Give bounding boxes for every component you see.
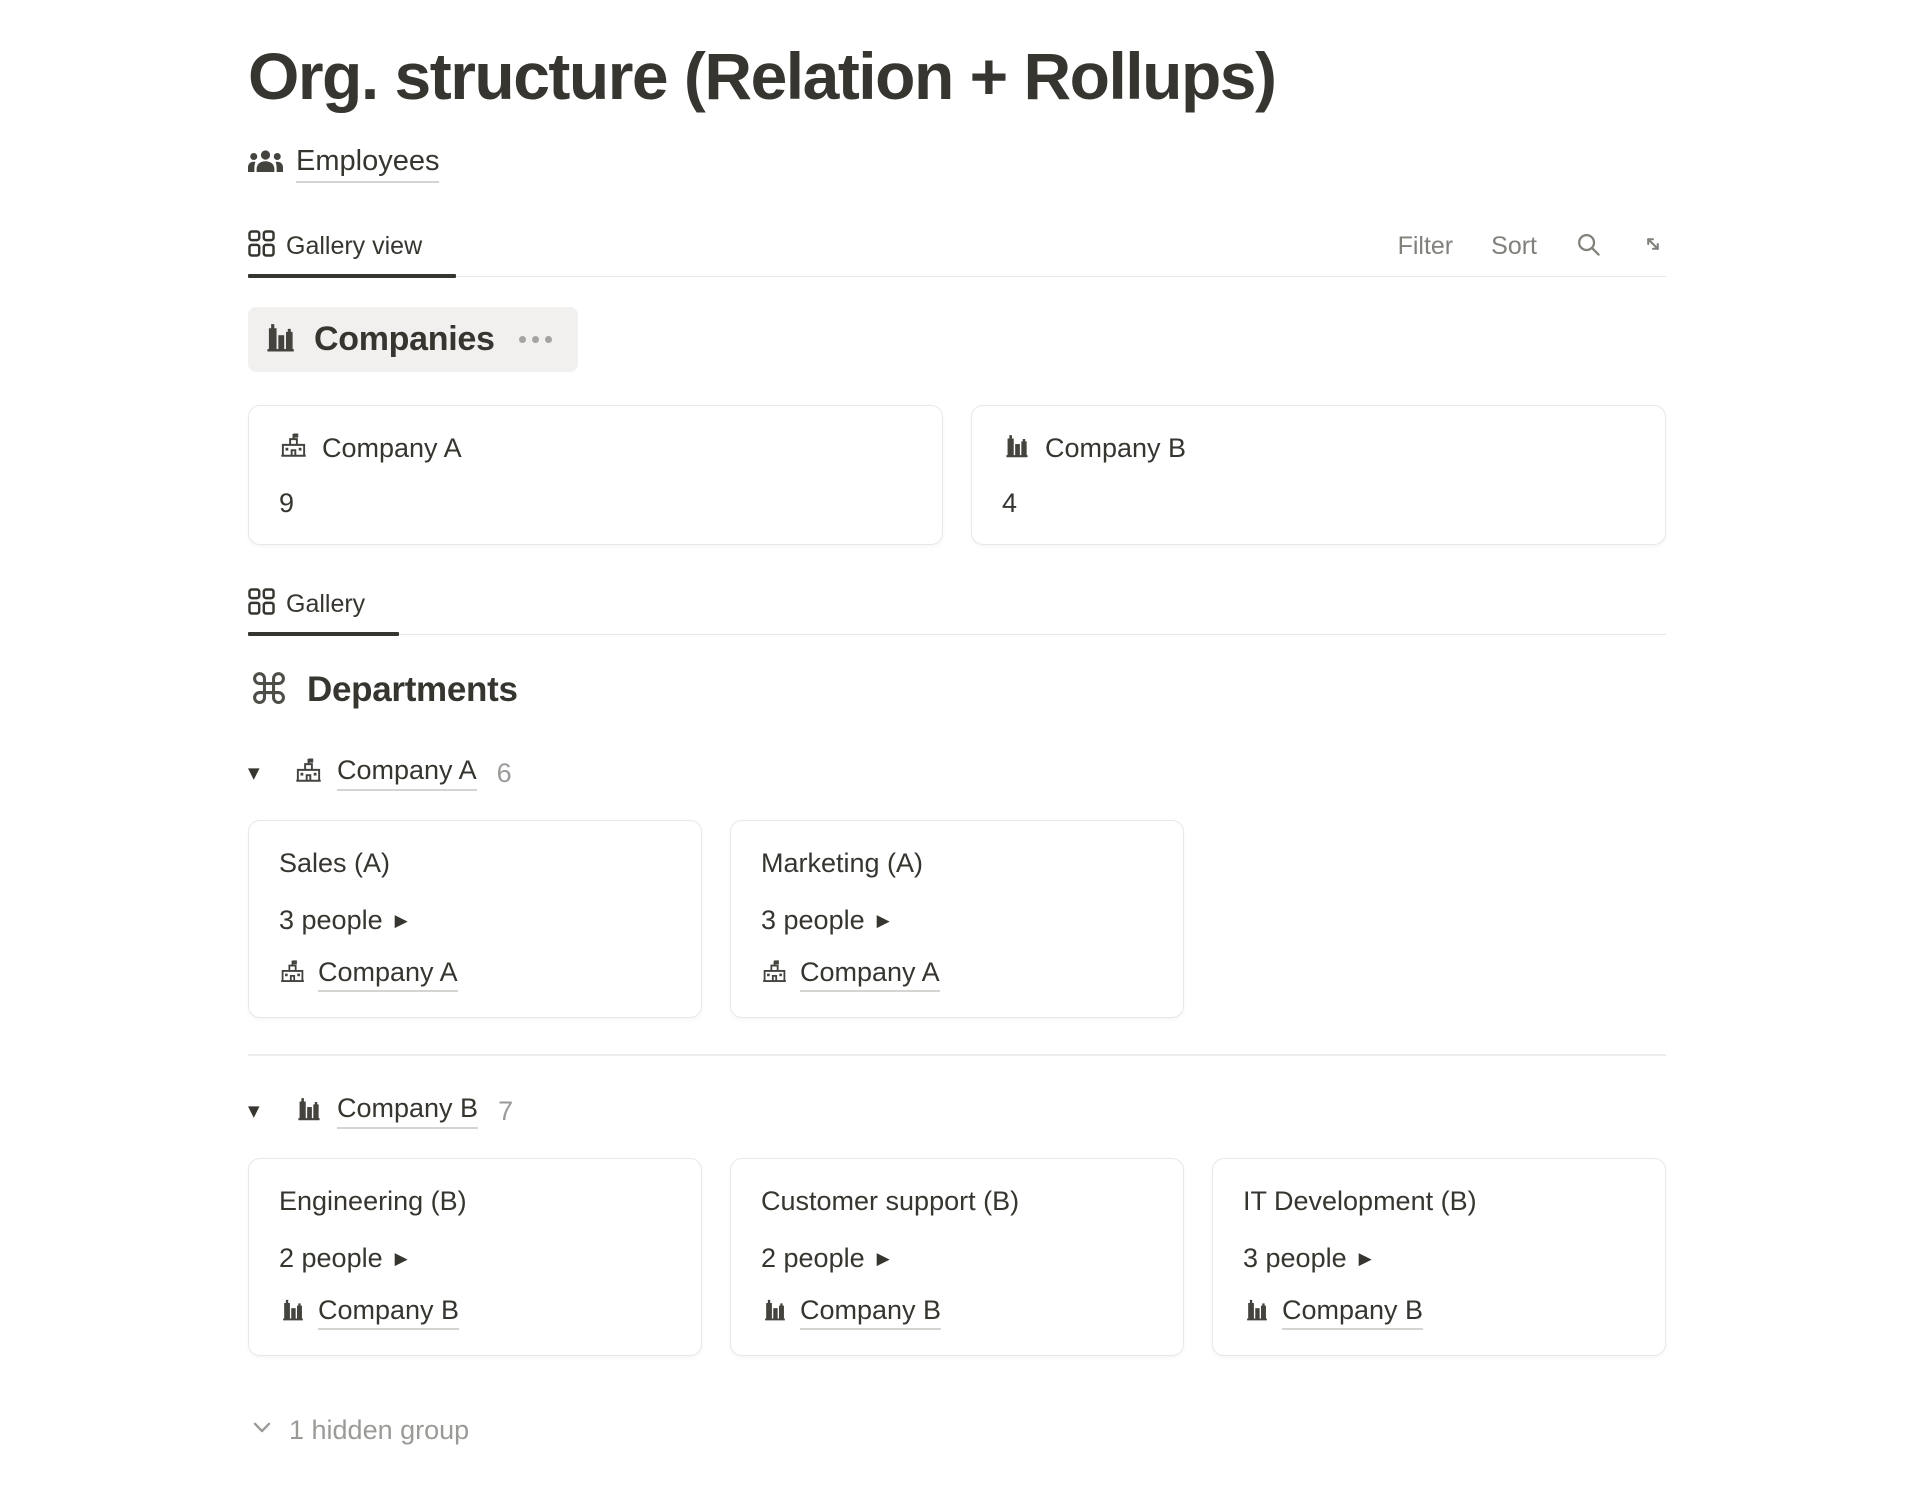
department-card-sales[interactable]: Sales (A) 3 people ▶ Company A bbox=[248, 820, 702, 1018]
department-card-it-development[interactable]: IT Development (B) 3 people ▶ Company B bbox=[1212, 1158, 1666, 1356]
toggle-triangle-icon[interactable]: ▼ bbox=[248, 764, 260, 782]
empty-grid-cell bbox=[1212, 820, 1666, 1018]
company-relation: Company A bbox=[279, 957, 671, 992]
school-building-icon bbox=[279, 958, 306, 990]
command-icon: ⌘ bbox=[248, 665, 290, 714]
city-buildings-icon bbox=[279, 1296, 306, 1328]
people-rollup: 2 people ▶ bbox=[279, 1241, 671, 1275]
sort-button[interactable]: Sort bbox=[1491, 232, 1537, 260]
departments-view-tabbar: Gallery bbox=[248, 575, 1666, 636]
companies-group-title: Companies bbox=[314, 320, 495, 358]
company-relation: Company B bbox=[279, 1295, 671, 1330]
card-title-row: Sales (A) bbox=[279, 845, 671, 881]
play-toggle-icon[interactable]: ▶ bbox=[1358, 1248, 1372, 1268]
departments-card-grid-a: Sales (A) 3 people ▶ Company A Marketing… bbox=[248, 820, 1666, 1018]
play-toggle-icon[interactable]: ▶ bbox=[394, 910, 408, 930]
search-icon[interactable] bbox=[1575, 231, 1602, 263]
gallery-grid-icon bbox=[248, 230, 275, 264]
tab-label: Gallery bbox=[286, 590, 366, 618]
view-toolbar: Filter Sort bbox=[1398, 231, 1666, 263]
department-name: Customer support (B) bbox=[761, 1185, 1020, 1216]
filter-button[interactable]: Filter bbox=[1397, 232, 1454, 260]
chevron-down-icon bbox=[248, 1413, 276, 1448]
company-relation-link[interactable]: Company A bbox=[318, 957, 458, 992]
section-title: Departments bbox=[307, 670, 518, 709]
tab-gallery-view[interactable]: Gallery view bbox=[248, 217, 457, 278]
people-count: 3 people bbox=[761, 904, 865, 935]
company-relation-link[interactable]: Company B bbox=[800, 1295, 942, 1330]
department-name: Sales (A) bbox=[279, 847, 391, 878]
departments-heading: ⌘ Departments bbox=[248, 665, 1666, 715]
play-toggle-icon[interactable]: ▶ bbox=[876, 1248, 890, 1268]
card-title-row: Company A bbox=[279, 430, 912, 466]
people-group-icon bbox=[248, 149, 283, 180]
rollup-count: 4 bbox=[1002, 488, 1018, 518]
department-name: Engineering (B) bbox=[279, 1185, 467, 1216]
people-count: 2 people bbox=[279, 1242, 383, 1273]
city-buildings-icon bbox=[761, 1296, 788, 1328]
group-count: 6 bbox=[496, 757, 512, 788]
group-divider bbox=[248, 1054, 1666, 1056]
people-rollup: 3 people ▶ bbox=[761, 903, 1153, 937]
department-card-engineering[interactable]: Engineering (B) 2 people ▶ Company B bbox=[248, 1158, 702, 1356]
company-relation-link[interactable]: Company B bbox=[1282, 1295, 1424, 1330]
card-title-row: Engineering (B) bbox=[279, 1183, 671, 1219]
toggle-triangle-icon[interactable]: ▼ bbox=[248, 1102, 260, 1120]
department-name: Marketing (A) bbox=[761, 847, 924, 878]
more-options-icon[interactable] bbox=[518, 336, 552, 343]
card-title-row: Company B bbox=[1002, 430, 1635, 466]
hidden-group-toggle[interactable]: 1 hidden group bbox=[248, 1408, 469, 1452]
people-rollup: 3 people ▶ bbox=[1243, 1241, 1635, 1275]
school-building-icon bbox=[279, 431, 308, 465]
companies-view-tabbar: Gallery view Filter Sort bbox=[248, 217, 1666, 278]
people-count: 3 people bbox=[1243, 1242, 1347, 1273]
city-buildings-icon bbox=[262, 319, 298, 360]
play-toggle-icon[interactable]: ▶ bbox=[394, 1248, 408, 1268]
company-relation-link[interactable]: Company A bbox=[800, 957, 940, 992]
card-title-row: Customer support (B) bbox=[761, 1183, 1153, 1219]
company-relation-link[interactable]: Company B bbox=[318, 1295, 460, 1330]
gallery-grid-icon bbox=[248, 588, 275, 622]
people-rollup: 2 people ▶ bbox=[761, 1241, 1153, 1275]
rollup-count: 9 bbox=[279, 488, 295, 518]
company-relation: Company A bbox=[761, 957, 1153, 992]
employees-database-link[interactable]: Employees bbox=[296, 145, 440, 183]
people-rollup: 3 people ▶ bbox=[279, 903, 671, 937]
group-header-company-a: ▼ Company A 6 bbox=[248, 752, 1666, 794]
city-buildings-icon bbox=[1243, 1296, 1270, 1328]
company-b-group-link[interactable]: Company B bbox=[337, 1093, 479, 1129]
city-buildings-icon bbox=[1002, 431, 1031, 465]
department-name: IT Development (B) bbox=[1243, 1185, 1477, 1216]
database-link-row: Employees bbox=[248, 144, 440, 184]
department-card-marketing[interactable]: Marketing (A) 3 people ▶ Company A bbox=[730, 820, 1184, 1018]
company-card-b[interactable]: Company B 4 bbox=[971, 405, 1666, 545]
play-toggle-icon[interactable]: ▶ bbox=[876, 910, 890, 930]
tab-label: Gallery view bbox=[286, 232, 423, 260]
notion-page: Org. structure (Relation + Rollups) Empl… bbox=[0, 36, 1916, 1452]
tab-gallery[interactable]: Gallery bbox=[248, 575, 400, 636]
company-name: Company A bbox=[322, 432, 462, 463]
company-relation: Company B bbox=[761, 1295, 1153, 1330]
people-count: 2 people bbox=[761, 1242, 865, 1273]
companies-card-grid: Company A 9 Company B 4 bbox=[248, 405, 1666, 545]
people-count: 3 people bbox=[279, 904, 383, 935]
company-a-group-link[interactable]: Company A bbox=[337, 755, 477, 791]
card-title-row: IT Development (B) bbox=[1243, 1183, 1635, 1219]
card-title-row: Marketing (A) bbox=[761, 845, 1153, 881]
school-building-icon bbox=[761, 958, 788, 990]
departments-card-grid-b: Engineering (B) 2 people ▶ Company B Cus… bbox=[248, 1158, 1666, 1356]
page-title: Org. structure (Relation + Rollups) bbox=[248, 39, 1277, 113]
city-buildings-icon bbox=[294, 1094, 323, 1128]
group-header-company-b: ▼ Company B 7 bbox=[248, 1090, 1666, 1132]
group-count: 7 bbox=[498, 1095, 514, 1126]
school-building-icon bbox=[294, 756, 323, 790]
department-card-customer-support[interactable]: Customer support (B) 2 people ▶ Company … bbox=[730, 1158, 1184, 1356]
company-name: Company B bbox=[1045, 432, 1187, 463]
companies-group-header[interactable]: Companies bbox=[248, 307, 578, 372]
company-relation: Company B bbox=[1243, 1295, 1635, 1330]
hidden-group-label: 1 hidden group bbox=[289, 1414, 470, 1445]
expand-diagonal-icon[interactable] bbox=[1640, 231, 1666, 262]
company-card-a[interactable]: Company A 9 bbox=[248, 405, 943, 545]
